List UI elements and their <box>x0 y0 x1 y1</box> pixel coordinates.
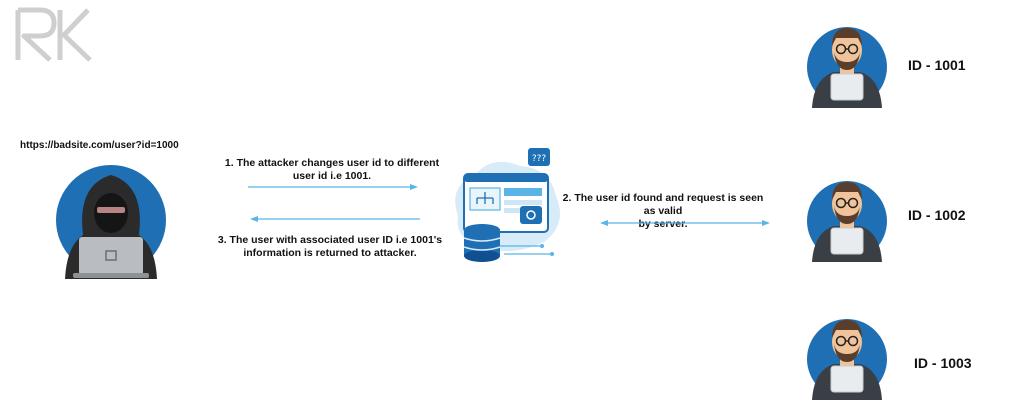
user-1001-icon <box>807 27 887 108</box>
step-1-text: 1. The attacker changes user id to diffe… <box>216 157 448 183</box>
user-id-label-1003: ID - 1003 <box>914 355 972 371</box>
arrow-server-user-head-right <box>762 220 770 226</box>
step-2-line-2: by server. <box>638 218 688 230</box>
request-url: https://badsite.com/user?id=1000 <box>20 140 179 151</box>
step-3-text: 3. The user with associated user ID i.e … <box>208 234 452 260</box>
step-1-line-1: 1. The attacker changes user id to diffe… <box>224 157 440 169</box>
step-2-line-1: 2. The user id found and request is seen… <box>562 192 764 217</box>
user-id-label-1002: ID - 1002 <box>908 207 966 223</box>
rk-logo <box>15 7 92 62</box>
hooded-hacker-laptop-icon <box>56 165 166 279</box>
user-1003-icon <box>807 319 887 400</box>
svg-text:???: ??? <box>532 154 547 164</box>
step-3-line-1: 3. The user with associated user ID i.e … <box>217 234 443 246</box>
user-id-label-1001: ID - 1001 <box>908 57 966 73</box>
arrow-server-user-head-left <box>600 220 608 226</box>
server-database-icon: ??? <box>455 148 560 262</box>
arrow-to-server-head <box>410 184 418 190</box>
step-3-line-2: information is returned to attacker. <box>243 247 417 259</box>
step-1-line-2: user id i.e 1001. <box>292 170 372 182</box>
user-1002-icon <box>807 181 887 262</box>
step-2-text: 2. The user id found and request is seen… <box>558 192 768 231</box>
arrow-to-attacker-head <box>250 216 258 222</box>
